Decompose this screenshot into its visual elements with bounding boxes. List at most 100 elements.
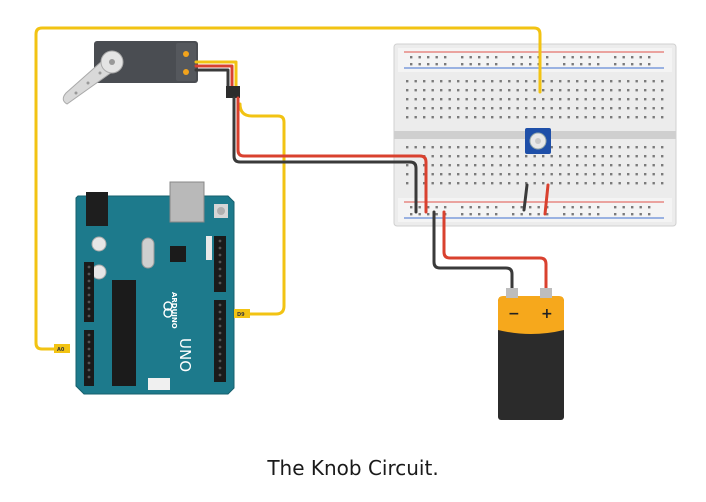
breadboard-hole xyxy=(576,107,579,110)
breadboard-hole xyxy=(448,182,451,185)
breadboard-hole xyxy=(486,213,489,216)
breadboard-hole xyxy=(593,98,596,101)
breadboard-hole xyxy=(461,213,464,216)
breadboard-hole xyxy=(610,182,613,185)
breadboard-hole xyxy=(627,116,630,119)
breadboard-hole xyxy=(652,173,655,176)
breadboard-hole xyxy=(635,164,638,167)
breadboard-hole xyxy=(516,107,519,110)
arduino-brand-text: ARDUINO xyxy=(170,292,178,329)
breadboard-hole xyxy=(508,98,511,101)
breadboard-hole xyxy=(469,213,472,216)
breadboard-hole xyxy=(618,182,621,185)
breadboard-hole xyxy=(584,182,587,185)
breadboard-hole xyxy=(508,116,511,119)
breadboard-hole xyxy=(593,182,596,185)
breadboard-hole xyxy=(520,206,523,209)
breadboard-hole xyxy=(593,107,596,110)
breadboard-hole xyxy=(457,164,460,167)
breadboard-hole xyxy=(537,213,540,216)
breadboard-hole xyxy=(469,206,472,209)
breadboard-hole xyxy=(491,182,494,185)
header-pin xyxy=(218,366,222,370)
breadboard-hole xyxy=(584,146,587,149)
breadboard-hole xyxy=(533,107,536,110)
breadboard-hole xyxy=(461,63,464,66)
breadboard-hole xyxy=(610,164,613,167)
breadboard-hole xyxy=(457,155,460,158)
breadboard-hole xyxy=(542,182,545,185)
breadboard-hole xyxy=(516,116,519,119)
breadboard-hole xyxy=(652,98,655,101)
breadboard-hole xyxy=(618,146,621,149)
breadboard-hole xyxy=(537,206,540,209)
breadboard-hole xyxy=(576,182,579,185)
breadboard-hole xyxy=(610,155,613,158)
breadboard-hole xyxy=(525,107,528,110)
header-pin xyxy=(218,331,222,335)
breadboard-hole xyxy=(478,213,481,216)
breadboard-hole xyxy=(469,56,472,59)
breadboard-hole xyxy=(474,155,477,158)
breadboard-hole xyxy=(499,107,502,110)
breadboard-hole xyxy=(567,164,570,167)
breadboard-hole xyxy=(491,107,494,110)
breadboard-hole xyxy=(610,89,613,92)
breadboard-hole xyxy=(584,164,587,167)
breadboard-hole xyxy=(644,173,647,176)
battery-black-wire xyxy=(432,210,514,292)
breadboard-hole xyxy=(414,80,417,83)
breadboard-hole xyxy=(614,213,617,216)
breadboard-hole xyxy=(550,116,553,119)
breadboard-hole xyxy=(474,173,477,176)
breadboard-hole xyxy=(584,89,587,92)
breadboard-hole xyxy=(661,116,664,119)
breadboard-hole xyxy=(661,173,664,176)
header-pin xyxy=(218,267,222,271)
breadboard-hole xyxy=(465,89,468,92)
breadboard-hole xyxy=(491,155,494,158)
breadboard-hole xyxy=(525,80,528,83)
breadboard-hole xyxy=(618,164,621,167)
breadboard-hole xyxy=(520,213,523,216)
breadboard-hole xyxy=(597,213,600,216)
breadboard-hole xyxy=(597,56,600,59)
breadboard-hole xyxy=(618,107,621,110)
breadboard-hole xyxy=(635,98,638,101)
breadboard-hole xyxy=(542,155,545,158)
breadboard-hole xyxy=(644,182,647,185)
header-pin xyxy=(87,279,91,283)
breadboard-hole xyxy=(516,89,519,92)
breadboard-hole xyxy=(525,182,528,185)
breadboard-hole xyxy=(414,116,417,119)
breadboard-hole xyxy=(410,213,413,216)
breadboard-hole xyxy=(423,116,426,119)
breadboard-hole xyxy=(474,80,477,83)
breadboard-hole xyxy=(491,146,494,149)
breadboard-hole xyxy=(584,80,587,83)
breadboard-hole xyxy=(652,182,655,185)
breadboard-hole xyxy=(559,89,562,92)
breadboard-hole xyxy=(533,89,536,92)
breadboard-hole xyxy=(525,164,528,167)
breadboard-hole xyxy=(423,89,426,92)
breadboard-hole xyxy=(644,107,647,110)
header-pin xyxy=(87,314,91,318)
breadboard-hole xyxy=(410,63,413,66)
breadboard-hole xyxy=(627,98,630,101)
breadboard-hole xyxy=(639,63,642,66)
breadboard-hole xyxy=(627,155,630,158)
breadboard-hole xyxy=(627,164,630,167)
breadboard-hole xyxy=(435,56,438,59)
breadboard-hole xyxy=(508,80,511,83)
breadboard-hole xyxy=(635,116,638,119)
servo-red-wire xyxy=(236,96,428,214)
breadboard-hole xyxy=(601,173,604,176)
breadboard-hole xyxy=(559,80,562,83)
breadboard-hole xyxy=(635,146,638,149)
breadboard-hole xyxy=(474,98,477,101)
breadboard-hole xyxy=(499,173,502,176)
breadboard-hole xyxy=(559,155,562,158)
pin-tag-a0: A0 xyxy=(54,344,70,353)
breadboard-hole xyxy=(631,206,634,209)
